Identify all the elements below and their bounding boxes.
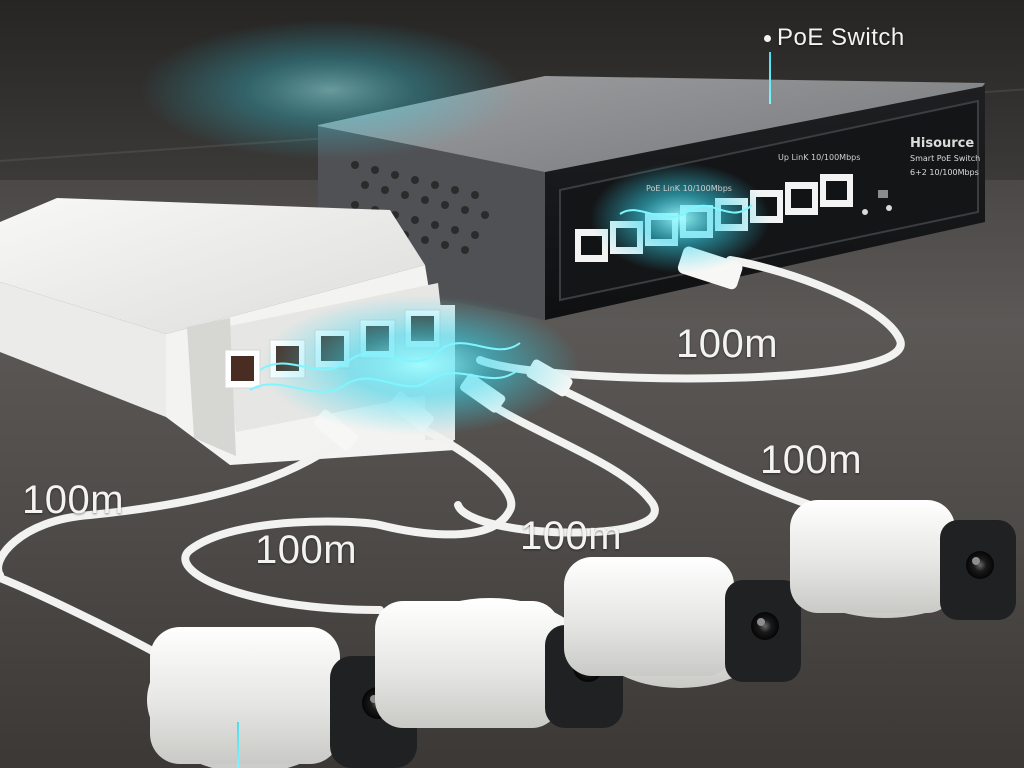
camera-guide-line [237, 722, 239, 768]
switch-guide-line [769, 52, 771, 104]
brand-model: Smart PoE Switch [910, 154, 981, 163]
signal-glow [140, 20, 770, 435]
poe-switch-label: PoE Switch [764, 24, 905, 52]
up-link-label: Up LinK 10/100Mbps [778, 153, 861, 162]
poe-link-label: PoE LinK 10/100Mbps [646, 184, 732, 193]
distance-label-3: 100m [22, 478, 125, 522]
distance-label-4: 100m [255, 528, 358, 572]
distance-label-1: 100m [676, 322, 779, 366]
switch-status-indicators [862, 190, 892, 215]
camera-2 [375, 598, 623, 728]
poe-switch-text: PoE Switch [777, 24, 905, 51]
distance-label-5: 100m [520, 514, 623, 558]
label-dot-icon [764, 34, 771, 42]
camera-3 [564, 557, 801, 688]
brand-spec: 6+2 10/100Mbps [910, 168, 979, 177]
camera-1 [147, 627, 417, 768]
camera-4 [790, 500, 1016, 620]
network-cables [0, 256, 905, 659]
distance-label-2: 100m [760, 438, 863, 482]
brand-name: Hisource [910, 136, 975, 151]
